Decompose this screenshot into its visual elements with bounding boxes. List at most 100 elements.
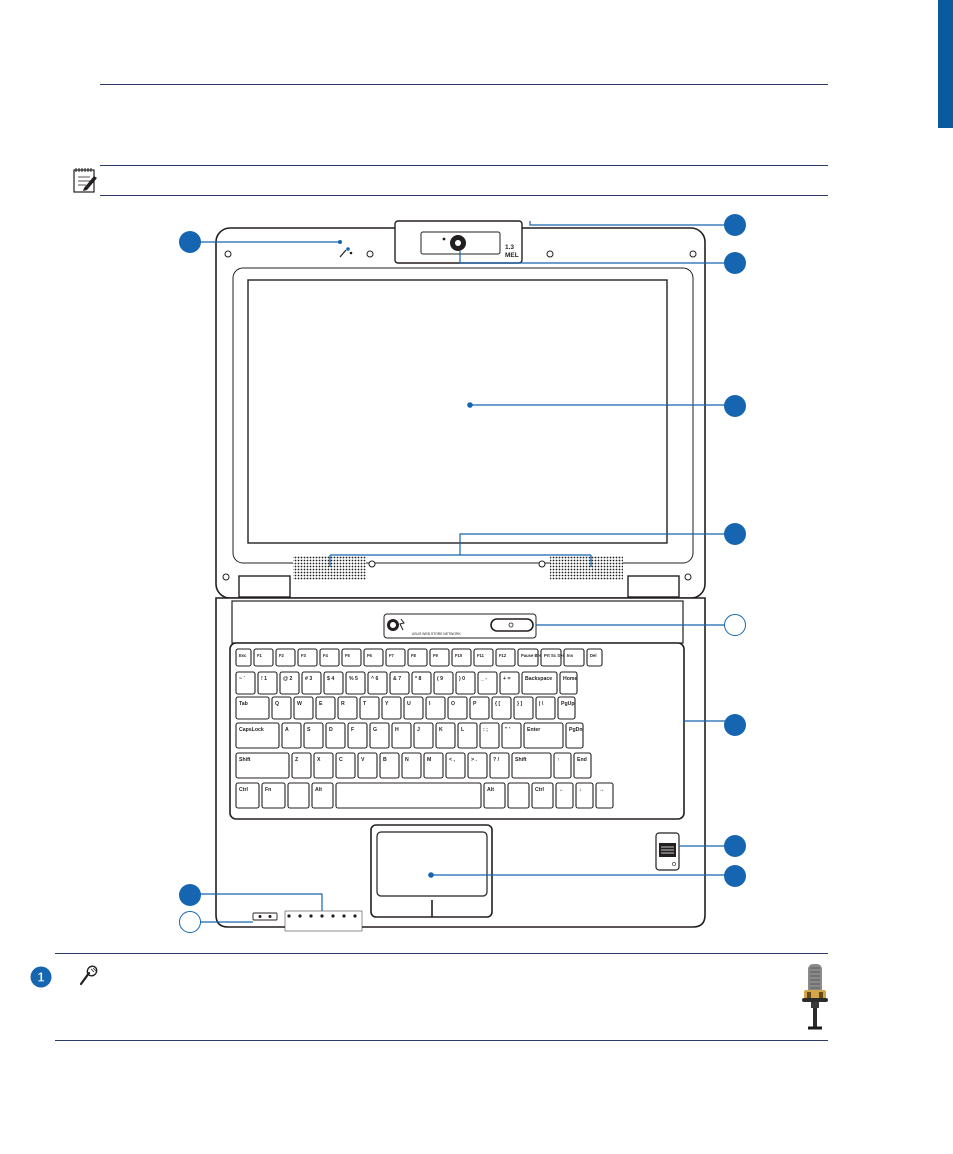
keyboard-key[interactable]: B <box>379 752 400 779</box>
keyboard-key[interactable]: F12 <box>495 648 516 667</box>
keyboard-key[interactable]: F5 <box>341 648 362 667</box>
keyboard-key[interactable]: } ] <box>513 696 534 720</box>
keyboard-key[interactable]: K <box>435 722 456 749</box>
keyboard-key[interactable]: Tab <box>235 696 270 720</box>
keyboard-key[interactable]: F8 <box>407 648 428 667</box>
keyboard-key[interactable]: F6 <box>363 648 384 667</box>
keyboard-key[interactable]: : ; <box>479 722 500 749</box>
keyboard-key[interactable]: M <box>423 752 444 779</box>
key-label: > . <box>471 757 477 763</box>
hinge-right <box>627 575 680 598</box>
note-top-rule <box>100 165 828 166</box>
keyboard-key[interactable]: Ins <box>563 648 585 667</box>
keyboard-key[interactable]: F9 <box>429 648 450 667</box>
keyboard-key[interactable]: Y <box>381 696 402 720</box>
key-label: PgDn <box>569 727 583 733</box>
keyboard-key[interactable]: → <box>595 782 614 809</box>
keyboard-key[interactable]: PgUp <box>557 696 576 720</box>
keyboard-key[interactable]: F2 <box>275 648 296 667</box>
keyboard-key[interactable]: Shift <box>235 752 290 779</box>
keyboard-key[interactable]: N <box>401 752 422 779</box>
keyboard-key[interactable]: @ 2 <box>279 671 300 695</box>
keyboard-key[interactable]: F7 <box>385 648 406 667</box>
keyboard-key[interactable]: % 5 <box>345 671 366 695</box>
keyboard-key[interactable]: ← <box>555 782 574 809</box>
keyboard-key[interactable]: L <box>457 722 478 749</box>
keyboard-key[interactable]: * 8 <box>411 671 432 695</box>
keyboard-key[interactable]: PgDn <box>565 722 584 749</box>
keyboard-key[interactable]: I <box>425 696 446 720</box>
key-label: ^ 6 <box>371 676 378 682</box>
keyboard-key[interactable]: { [ <box>491 696 512 720</box>
keyboard-key[interactable]: CapsLock <box>235 722 280 749</box>
keyboard-key[interactable]: " ' <box>501 722 522 749</box>
keyboard-key[interactable]: C <box>335 752 356 779</box>
keyboard-key[interactable]: F <box>347 722 368 749</box>
keyboard-key[interactable]: Ctrl <box>531 782 554 809</box>
keyboard-key[interactable]: U <box>403 696 424 720</box>
keyboard-key[interactable]: P <box>469 696 490 720</box>
keyboard-key[interactable]: F11 <box>473 648 494 667</box>
keyboard-key[interactable]: > . <box>467 752 488 779</box>
keyboard-key[interactable]: Alt <box>311 782 334 809</box>
keyboard-key[interactable] <box>287 782 310 809</box>
camera-module <box>394 220 523 264</box>
keyboard-key[interactable]: $ 4 <box>323 671 344 695</box>
keyboard-key[interactable]: A <box>281 722 302 749</box>
keyboard-key[interactable]: + = <box>499 671 520 695</box>
keyboard-key[interactable]: # 3 <box>301 671 322 695</box>
key-label: ~ ` <box>239 676 245 682</box>
keyboard-key[interactable]: V <box>357 752 378 779</box>
display-lid <box>215 227 706 599</box>
keyboard-key[interactable]: Pause Break <box>517 648 547 667</box>
key-label: J <box>417 727 420 733</box>
keyboard-key[interactable]: End <box>573 752 592 779</box>
keyboard-key[interactable]: ↑ <box>553 752 572 779</box>
keyboard-key[interactable]: Esc <box>235 648 252 667</box>
keyboard-key[interactable]: D <box>325 722 346 749</box>
keyboard-key[interactable]: ↓ <box>575 782 594 809</box>
keyboard-key[interactable]: Alt <box>483 782 506 809</box>
keyboard-key[interactable]: ^ 6 <box>367 671 388 695</box>
key-label: F <box>351 727 354 733</box>
keyboard-key[interactable]: Del <box>586 648 603 667</box>
keyboard-key[interactable] <box>507 782 530 809</box>
keyboard-key[interactable]: | \ <box>535 696 556 720</box>
keyboard-key[interactable]: F3 <box>297 648 318 667</box>
keyboard-key[interactable]: E <box>315 696 336 720</box>
keyboard-key[interactable]: S <box>303 722 324 749</box>
keyboard-key[interactable]: ) 0 <box>455 671 476 695</box>
keyboard-key[interactable]: O <box>447 696 468 720</box>
keyboard-key[interactable]: X <box>313 752 334 779</box>
keyboard-key[interactable]: Backspace <box>521 671 558 695</box>
keyboard-key[interactable] <box>335 782 482 809</box>
callout-1 <box>179 231 201 253</box>
keyboard-key[interactable]: < , <box>445 752 466 779</box>
keyboard-key[interactable]: T <box>359 696 380 720</box>
keyboard-key[interactable]: F4 <box>319 648 340 667</box>
keyboard-key[interactable]: Fn <box>261 782 286 809</box>
keyboard-key[interactable]: Home <box>559 671 578 695</box>
keyboard-key[interactable]: Z <box>291 752 312 779</box>
keyboard-key[interactable]: F10 <box>451 648 472 667</box>
legend-bottom-rule <box>55 1040 828 1041</box>
keyboard-key[interactable]: ! 1 <box>257 671 278 695</box>
keyboard-key[interactable]: R <box>337 696 358 720</box>
keyboard-key[interactable]: _ - <box>477 671 498 695</box>
keyboard-key[interactable]: Q <box>271 696 292 720</box>
keyboard-key[interactable]: ~ ` <box>235 671 256 695</box>
keyboard-key[interactable]: G <box>369 722 390 749</box>
keyboard-key[interactable]: Shift <box>511 752 552 779</box>
keyboard-key[interactable]: F1 <box>253 648 274 667</box>
keyboard-key[interactable]: H <box>391 722 412 749</box>
keyboard-key[interactable]: J <box>413 722 434 749</box>
keyboard-key[interactable]: ? / <box>489 752 510 779</box>
keyboard-key[interactable]: Prt Sc Sys Rq <box>540 648 572 667</box>
callout-status-lower <box>179 884 201 906</box>
keyboard-key[interactable]: & 7 <box>389 671 410 695</box>
keyboard-key[interactable]: W <box>293 696 314 720</box>
keyboard-key[interactable]: ( 9 <box>433 671 454 695</box>
keyboard-key[interactable]: Ctrl <box>235 782 260 809</box>
keyboard-key[interactable]: Enter <box>523 722 564 749</box>
